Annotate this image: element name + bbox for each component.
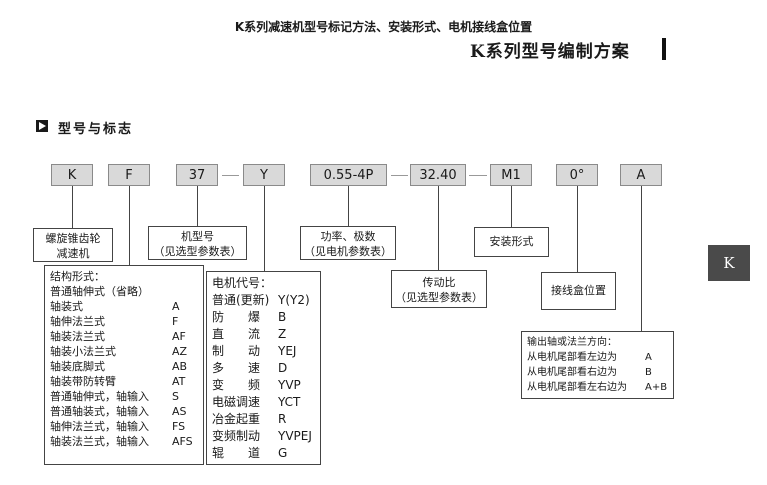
connector-line xyxy=(641,186,642,331)
reducer-label: 螺旋锥齿轮减速机 xyxy=(33,228,113,262)
connector-line xyxy=(72,186,73,228)
motor-title: 电机代号： xyxy=(212,276,273,290)
code-structure: F xyxy=(108,164,150,186)
code-motor: Y xyxy=(243,164,285,186)
connector-line xyxy=(264,186,265,271)
separator-dash xyxy=(391,175,408,176)
ratio-label: 传动比（见选型参数表） xyxy=(391,270,487,308)
code-frame: 37 xyxy=(176,164,218,186)
power-label: 功率、极数（见电机参数表） xyxy=(300,226,396,260)
connector-line xyxy=(438,186,439,270)
output-title: 输出轴或法兰方向： xyxy=(527,337,617,348)
connector-line xyxy=(577,186,578,272)
list-item: 普通(更新)Y(Y2) xyxy=(212,293,310,307)
terminal-label: 接线盒位置 xyxy=(541,272,616,310)
connector-line xyxy=(197,186,198,226)
code-power: 0.55-4P xyxy=(310,164,387,186)
connector-line xyxy=(348,186,349,226)
list-item: 普通轴伸式（省略） xyxy=(50,285,149,298)
section-title: 型号与标志 xyxy=(58,122,134,137)
separator-dash xyxy=(469,175,487,176)
frame-label: 机型号（见选型参数表） xyxy=(148,226,247,260)
separator-dash xyxy=(222,175,239,176)
connector-line xyxy=(129,186,130,265)
code-terminal: 0° xyxy=(556,164,598,186)
series-tab[interactable]: K xyxy=(708,245,750,281)
page-title: K系列减速机型号标记方法、安装形式、电机接线盒位置 xyxy=(234,20,533,34)
code-output: A xyxy=(620,164,662,186)
subtitle-bar xyxy=(662,38,666,60)
connector-line xyxy=(511,186,512,227)
code-series: K xyxy=(51,164,93,186)
play-square-icon xyxy=(36,120,48,132)
mount-label: 安装形式 xyxy=(474,227,549,257)
code-ratio: 32.40 xyxy=(410,164,466,186)
structure-title: 结构形式： xyxy=(50,270,105,283)
page-subtitle: K系列型号编制方案 xyxy=(470,42,630,62)
code-mount: M1 xyxy=(490,164,532,186)
